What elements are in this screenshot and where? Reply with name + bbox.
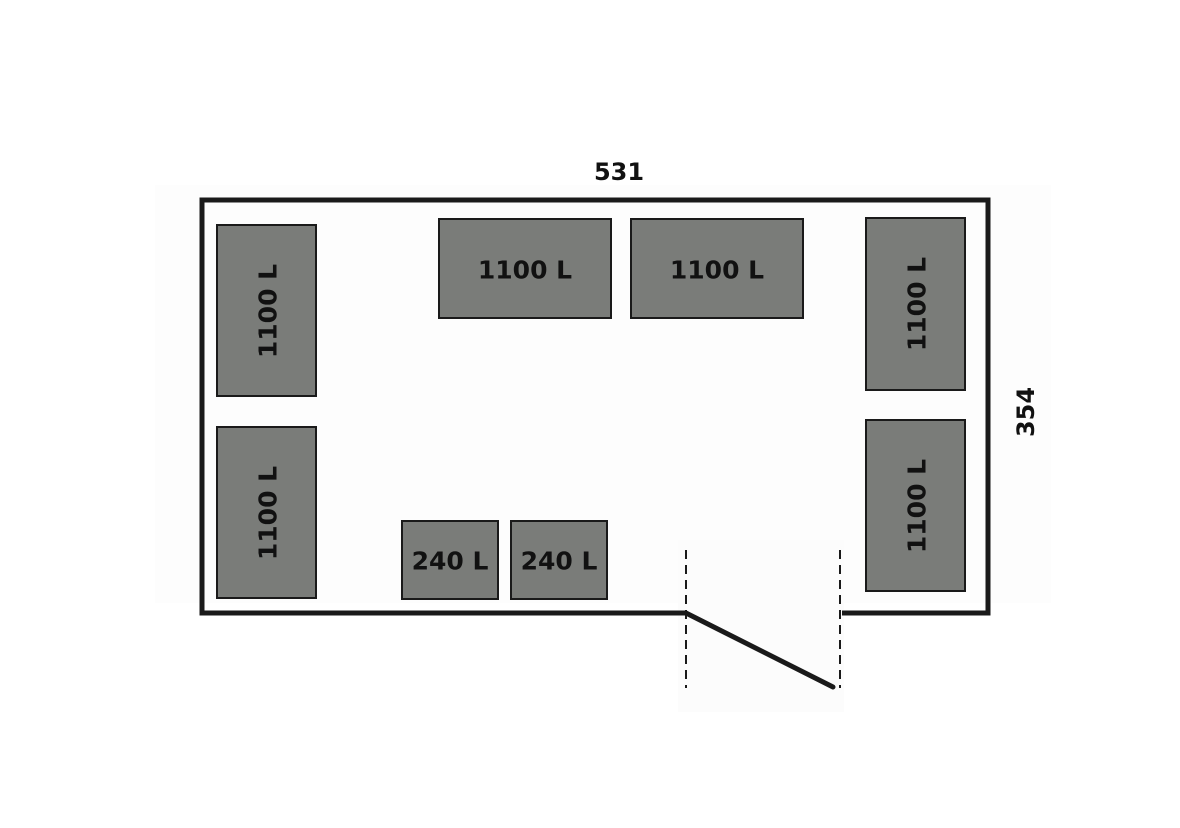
bin-label: 1100 L [478, 256, 572, 285]
bin-small-left: 240 L [401, 520, 499, 600]
bin-left-top: 1100 L [216, 224, 317, 397]
depth-dimension-label: 354 [1012, 387, 1040, 437]
bin-label: 1100 L [254, 466, 283, 560]
bin-label: 1100 L [254, 264, 283, 358]
bin-label: 1100 L [670, 256, 764, 285]
room-wall [199, 197, 991, 616]
door-backdrop [678, 540, 844, 712]
door-leaf [683, 610, 836, 690]
bin-top-center-left: 1100 L [438, 218, 612, 319]
bin-label: 240 L [521, 547, 598, 576]
bin-label: 1100 L [903, 257, 932, 351]
bin-right-top: 1100 L [865, 217, 966, 391]
bin-left-bottom: 1100 L [216, 426, 317, 599]
bin-small-right: 240 L [510, 520, 608, 600]
bin-label: 240 L [412, 547, 489, 576]
bin-right-bottom: 1100 L [865, 419, 966, 592]
bin-top-center-right: 1100 L [630, 218, 804, 319]
bin-label: 1100 L [903, 459, 932, 553]
width-dimension-label: 531 [594, 158, 644, 186]
